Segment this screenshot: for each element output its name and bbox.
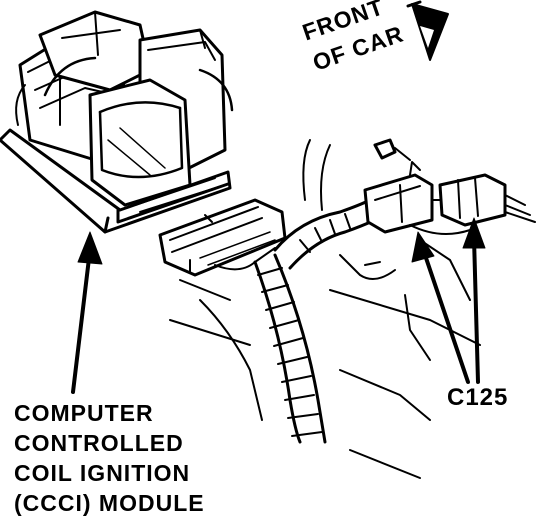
front-arrow-icon	[406, 0, 449, 61]
c125-label: C125	[447, 384, 509, 411]
module-connector	[158, 198, 287, 277]
c125-leader-arrows	[411, 217, 486, 384]
module-label-line-2: CONTROLLED	[14, 430, 184, 456]
module-leader-arrow	[71, 231, 103, 394]
coil-module-assembly	[0, 10, 234, 234]
ccci-module-label: COMPUTER CONTROLLED COIL IGNITION (CCCI)…	[14, 398, 205, 518]
wiring-harness-loom	[253, 198, 377, 444]
module-label-line-1: COMPUTER	[14, 400, 154, 426]
engine-background	[169, 139, 481, 479]
c125-connector	[363, 138, 536, 235]
module-label-line-4: (CCCI) MODULE	[14, 490, 205, 516]
module-label-line-3: COIL IGNITION	[14, 460, 191, 486]
